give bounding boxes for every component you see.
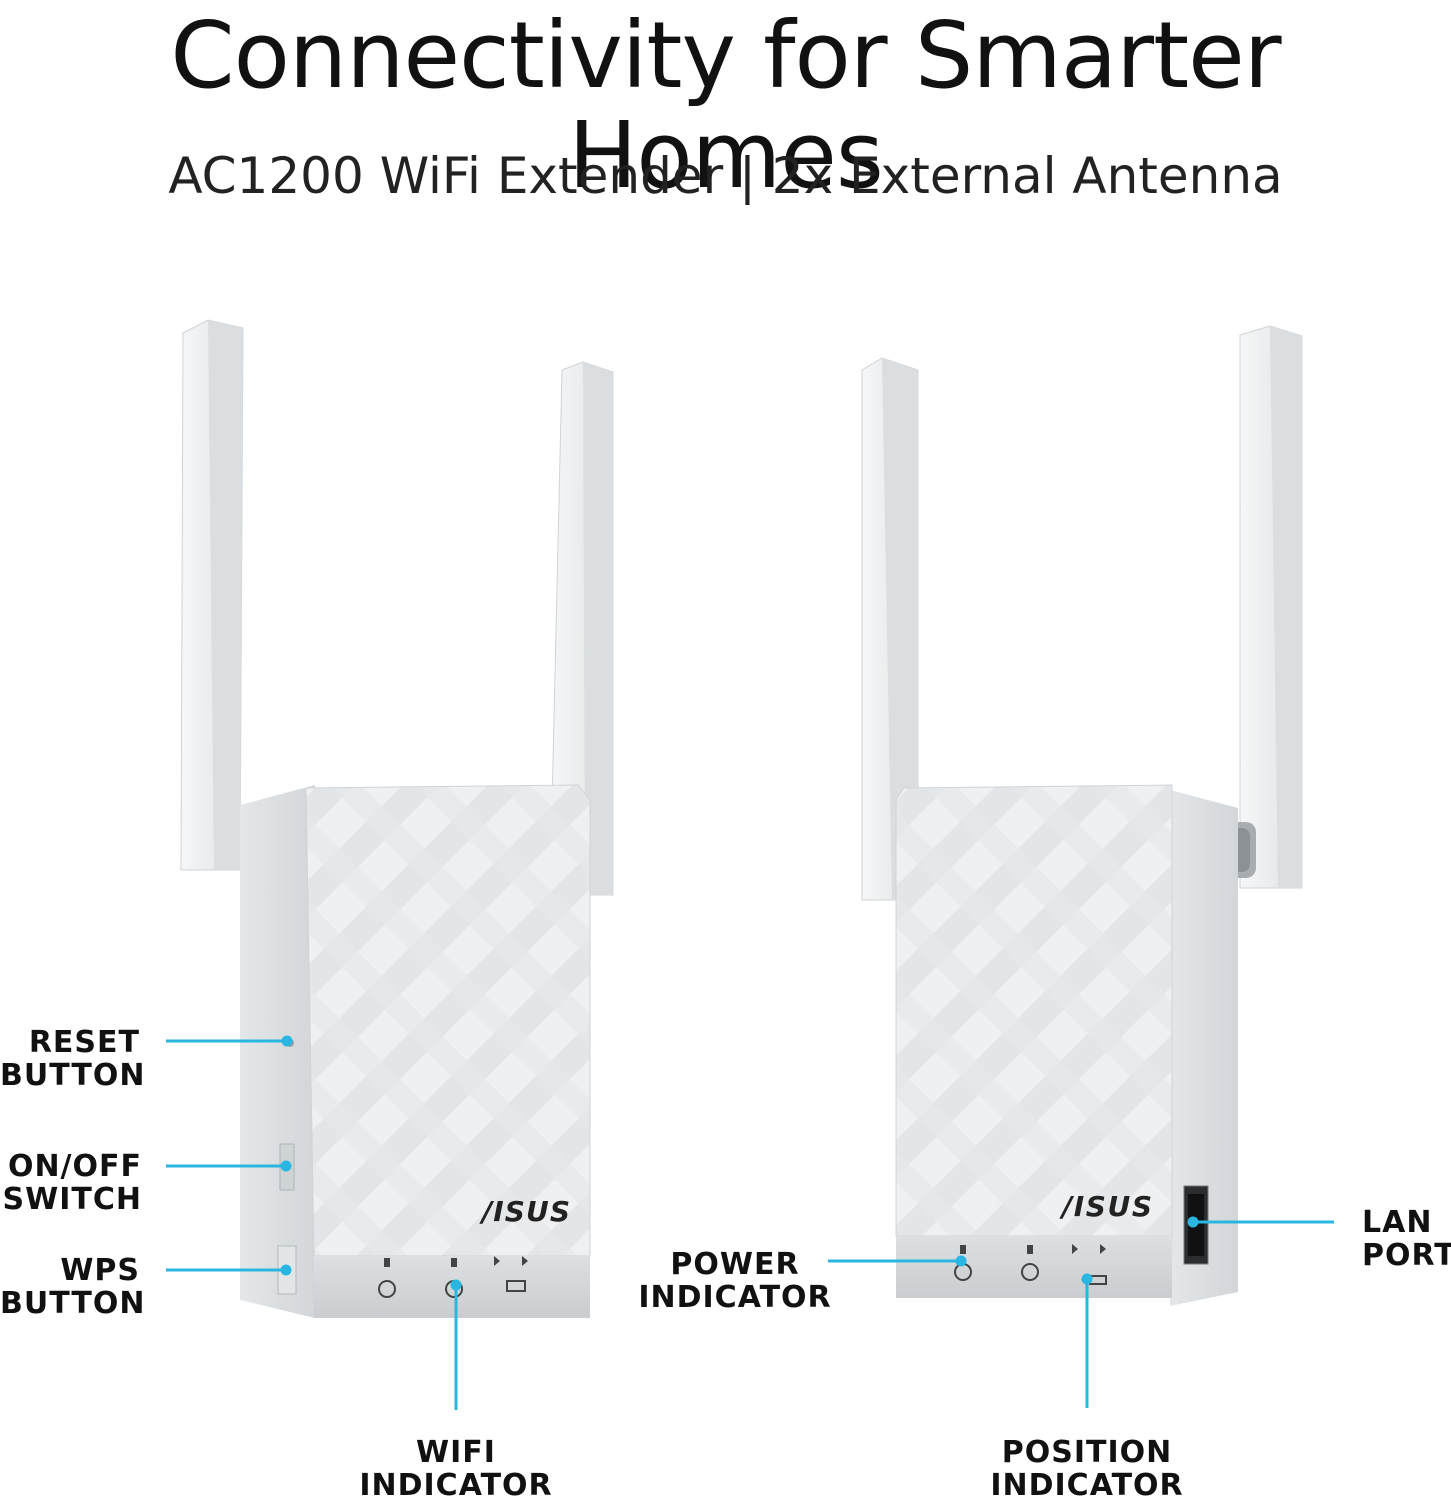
- page-title: Connectivity for Smarter Homes: [170, 2, 1281, 209]
- asus-logo: /ISUS: [1059, 1190, 1152, 1223]
- globe-icon: [1021, 1263, 1039, 1281]
- power-icon: [378, 1280, 396, 1298]
- right-led-panel: [896, 1236, 1172, 1298]
- right-device-front: [895, 784, 1173, 1237]
- wps-button-label: WPS BUTTON: [0, 1253, 146, 1321]
- page-subtitle: AC1200 WiFi Extender | 2x External Anten…: [168, 147, 1283, 205]
- right-extender: /ISUS: [861, 325, 1303, 1306]
- left-extender: /ISUS: [180, 319, 614, 1318]
- position-indicator-label: POSITION INDICATOR: [990, 1435, 1184, 1503]
- left-device-side: [240, 785, 315, 1318]
- wifi-indicator-label: WIFI INDICATOR: [359, 1435, 553, 1503]
- callout-lines: [166, 1035, 1334, 1410]
- left-device-front: [305, 784, 591, 1257]
- asus-logo: /ISUS: [479, 1195, 570, 1228]
- power-indicator-label: POWER INDICATOR: [638, 1247, 832, 1315]
- right-device-side: [1170, 790, 1238, 1306]
- lan-port-label: LAN PORT: [1362, 1205, 1451, 1273]
- reset-button-label: RESET BUTTON: [0, 1025, 146, 1093]
- router-icon: [506, 1280, 526, 1292]
- onoff-switch-label: ON/OFF SWITCH: [2, 1149, 142, 1217]
